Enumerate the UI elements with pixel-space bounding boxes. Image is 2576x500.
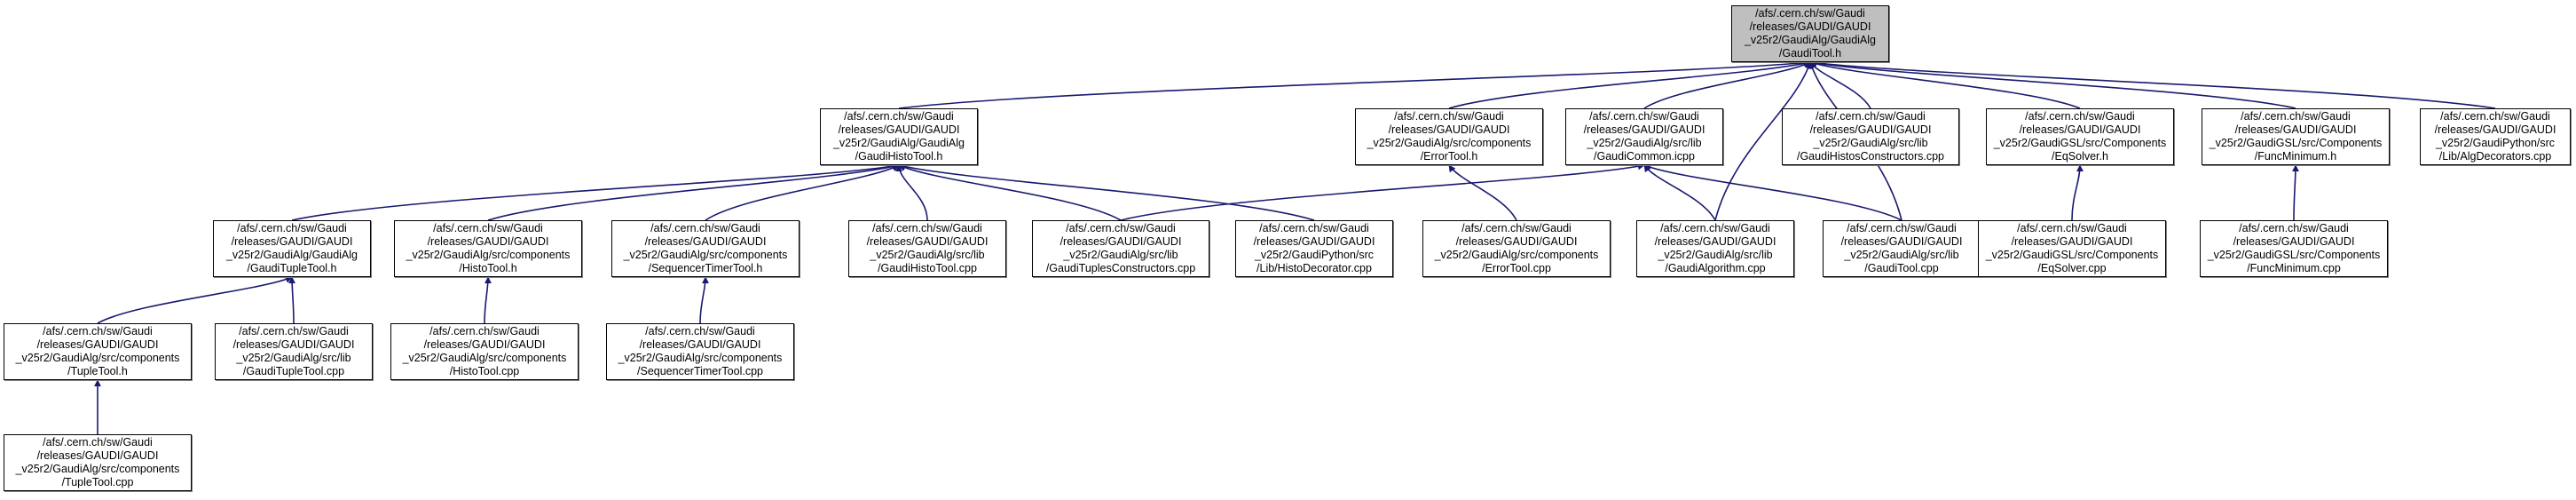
graph-node[interactable]: /afs/.cern.ch/sw/Gaudi /releases/GAUDI/G… — [1032, 220, 1209, 277]
graph-node[interactable]: /afs/.cern.ch/sw/Gaudi /releases/GAUDI/G… — [1422, 220, 1611, 277]
graph-node-label: /afs/.cern.ch/sw/Gaudi /releases/GAUDI/G… — [225, 222, 358, 274]
graph-edge — [1809, 59, 2496, 109]
graph-edge — [1643, 163, 1902, 221]
graph-node[interactable]: /afs/.cern.ch/sw/Gaudi /releases/GAUDI/G… — [215, 323, 373, 380]
graph-edge — [1448, 164, 1517, 221]
graph-node-label: /afs/.cern.ch/sw/Gaudi /releases/GAUDI/G… — [232, 325, 355, 377]
graph-node[interactable]: /afs/.cern.ch/sw/Gaudi /releases/GAUDI/G… — [1986, 108, 2174, 165]
graph-node[interactable]: /afs/.cern.ch/sw/Gaudi /releases/GAUDI/G… — [394, 220, 582, 277]
graph-node-label: /afs/.cern.ch/sw/Gaudi /releases/GAUDI/G… — [406, 222, 571, 274]
graph-node[interactable]: /afs/.cern.ch/sw/Gaudi /releases/GAUDI/G… — [606, 323, 794, 380]
graph-node[interactable]: /afs/.cern.ch/sw/Gaudi /releases/GAUDI/G… — [1978, 220, 2166, 277]
graph-node[interactable]: /afs/.cern.ch/sw/Gaudi /releases/GAUDI/G… — [848, 220, 1006, 277]
graph-edge — [1809, 60, 2081, 109]
graph-edge — [291, 163, 900, 221]
graph-node[interactable]: /afs/.cern.ch/sw/Gaudi /releases/GAUDI/G… — [390, 323, 579, 380]
graph-node[interactable]: /afs/.cern.ch/sw/Gaudi /releases/GAUDI/G… — [213, 220, 371, 277]
graph-edge — [2071, 164, 2084, 221]
graph-edge — [898, 164, 1122, 221]
graph-edge — [487, 163, 900, 221]
graph-edge — [898, 163, 1315, 221]
graph-node-label: /afs/.cern.ch/sw/Gaudi /releases/GAUDI/G… — [1985, 222, 2159, 274]
graph-edge — [699, 276, 709, 324]
graph-node-root[interactable]: /afs/.cern.ch/sw/Gaudi /releases/GAUDI/G… — [1731, 5, 1889, 62]
graph-node[interactable]: /afs/.cern.ch/sw/Gaudi /releases/GAUDI/G… — [1636, 220, 1794, 277]
graph-node-label: /afs/.cern.ch/sw/Gaudi /releases/GAUDI/G… — [1654, 222, 1776, 274]
graph-node[interactable]: /afs/.cern.ch/sw/Gaudi /releases/GAUDI/G… — [2420, 108, 2571, 165]
graph-node-label: /afs/.cern.ch/sw/Gaudi /releases/GAUDI/G… — [866, 222, 989, 274]
graph-node-label: /afs/.cern.ch/sw/Gaudi /releases/GAUDI/G… — [623, 222, 788, 274]
graph-node-label: /afs/.cern.ch/sw/Gaudi /releases/GAUDI/G… — [1583, 110, 1706, 163]
graph-node-label: /afs/.cern.ch/sw/Gaudi /releases/GAUDI/G… — [2207, 222, 2381, 274]
graph-node[interactable]: /afs/.cern.ch/sw/Gaudi /releases/GAUDI/G… — [1823, 220, 1981, 277]
graph-node[interactable]: /afs/.cern.ch/sw/Gaudi /releases/GAUDI/G… — [1565, 108, 1723, 165]
graph-node[interactable]: /afs/.cern.ch/sw/Gaudi /releases/GAUDI/G… — [4, 434, 192, 491]
graph-node[interactable]: /afs/.cern.ch/sw/Gaudi /releases/GAUDI/G… — [1355, 108, 1543, 165]
graph-node-label: /afs/.cern.ch/sw/Gaudi /releases/GAUDI/G… — [1744, 7, 1876, 60]
graph-edge — [484, 276, 492, 324]
graph-node-label: /afs/.cern.ch/sw/Gaudi /releases/GAUDI/G… — [1253, 222, 1375, 274]
graph-edge — [705, 164, 900, 221]
graph-node-label: /afs/.cern.ch/sw/Gaudi /releases/GAUDI/G… — [1796, 110, 1945, 163]
graph-node-label: /afs/.cern.ch/sw/Gaudi /releases/GAUDI/G… — [1840, 222, 1963, 274]
graph-node[interactable]: /afs/.cern.ch/sw/Gaudi /releases/GAUDI/G… — [1235, 220, 1393, 277]
graph-edge — [898, 59, 1811, 109]
graph-edge — [1448, 60, 1811, 109]
graph-node-label: /afs/.cern.ch/sw/Gaudi /releases/GAUDI/G… — [15, 325, 180, 377]
graph-edge — [1714, 61, 1812, 221]
graph-edge — [97, 276, 293, 324]
graph-edge — [2291, 164, 2299, 221]
graph-node-label: /afs/.cern.ch/sw/Gaudi /releases/GAUDI/G… — [1367, 110, 1532, 163]
graph-edge — [1643, 164, 1716, 221]
graph-edge — [1120, 163, 1645, 221]
graph-node-label: /afs/.cern.ch/sw/Gaudi /releases/GAUDI/G… — [832, 110, 965, 163]
graph-node[interactable]: /afs/.cern.ch/sw/Gaudi /releases/GAUDI/G… — [820, 108, 978, 165]
graph-node-label: /afs/.cern.ch/sw/Gaudi /releases/GAUDI/G… — [2209, 110, 2383, 163]
graph-node[interactable]: /afs/.cern.ch/sw/Gaudi /releases/GAUDI/G… — [1782, 108, 1959, 165]
graph-node[interactable]: /afs/.cern.ch/sw/Gaudi /releases/GAUDI/G… — [611, 220, 800, 277]
graph-node-label: /afs/.cern.ch/sw/Gaudi /releases/GAUDI/G… — [1045, 222, 1196, 274]
graph-node-label: /afs/.cern.ch/sw/Gaudi /releases/GAUDI/G… — [618, 325, 783, 377]
graph-node-label: /afs/.cern.ch/sw/Gaudi /releases/GAUDI/G… — [402, 325, 567, 377]
graph-edge — [1643, 61, 1811, 109]
graph-node[interactable]: /afs/.cern.ch/sw/Gaudi /releases/GAUDI/G… — [4, 323, 192, 380]
graph-edge — [1809, 60, 2296, 109]
graph-node[interactable]: /afs/.cern.ch/sw/Gaudi /releases/GAUDI/G… — [2202, 108, 2390, 165]
graph-edge — [288, 276, 296, 324]
graph-node-label: /afs/.cern.ch/sw/Gaudi /releases/GAUDI/G… — [1434, 222, 1599, 274]
graph-node[interactable]: /afs/.cern.ch/sw/Gaudi /releases/GAUDI/G… — [2200, 220, 2388, 277]
graph-node-label: /afs/.cern.ch/sw/Gaudi /releases/GAUDI/G… — [1993, 110, 2167, 163]
graph-node-label: /afs/.cern.ch/sw/Gaudi /releases/GAUDI/G… — [15, 436, 180, 488]
graph-node-label: /afs/.cern.ch/sw/Gaudi /releases/GAUDI/G… — [2434, 110, 2556, 163]
